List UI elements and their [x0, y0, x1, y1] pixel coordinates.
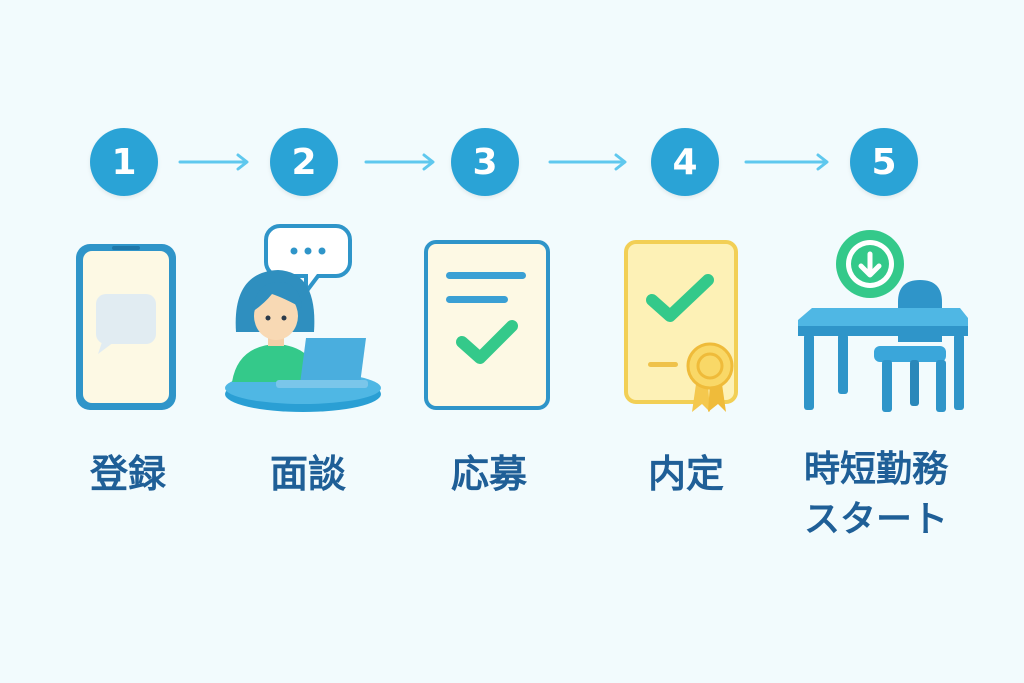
- step-3-number: 3: [451, 128, 519, 196]
- step-2-label: 面談: [269, 452, 346, 496]
- document-check-icon: [424, 240, 550, 410]
- step-5-label: 時短勤務 スタート: [766, 445, 986, 545]
- certificate-icon: [624, 240, 738, 412]
- arrow-right-icon: [364, 153, 435, 171]
- arrow-right-icon: [548, 153, 627, 171]
- arrow-right-icon: [178, 153, 249, 171]
- step-1-number: 1: [90, 128, 158, 196]
- smartphone-icon: [76, 244, 176, 410]
- step-5-number: 5: [850, 128, 918, 196]
- step-3-label: 応募: [450, 452, 527, 496]
- step-4-number: 4: [651, 128, 719, 196]
- arrow-right-icon: [744, 153, 829, 171]
- desk-chair-icon: [798, 230, 968, 412]
- step-2-number: 2: [270, 128, 338, 196]
- video-interview-icon: [225, 224, 381, 412]
- step-1-label: 登録: [89, 452, 166, 496]
- step-4-label: 内定: [647, 452, 724, 496]
- step-5-label-line2: スタート: [803, 499, 948, 540]
- step-5-label-line1: 時短勤務: [803, 449, 948, 490]
